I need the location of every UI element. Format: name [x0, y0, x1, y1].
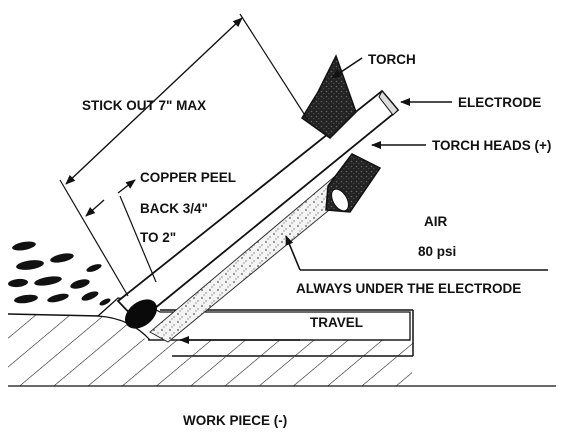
travel-label: TRAVEL — [310, 315, 363, 330]
copper-peel-label-line-3: TO 2" — [140, 230, 176, 245]
stick-out-label: STICK OUT 7" MAX — [82, 98, 206, 113]
work-piece-label: WORK PIECE (-) — [183, 413, 287, 428]
always-under-label: ALWAYS UNDER THE ELECTRODE — [296, 281, 521, 296]
copper-peel-label-line-1: COPPER PEEL — [140, 170, 236, 185]
stick-out-dimension — [59, 13, 309, 297]
air-label: AIR — [424, 214, 448, 229]
torch-head-lower — [325, 153, 382, 213]
electrode-label: ELECTRODE — [458, 95, 541, 110]
arc-tip — [125, 299, 157, 329]
copper-peel-dimension — [85, 179, 157, 283]
torch-heads-label: TORCH HEADS (+) — [432, 138, 551, 153]
air-pressure-label: 80 psi — [418, 244, 456, 259]
torch-body — [300, 54, 357, 139]
molten-spray — [8, 241, 111, 306]
copper-peel-label-line-2: BACK 3/4" — [140, 201, 208, 216]
pointer-arrows — [179, 57, 548, 344]
work-piece — [7, 309, 556, 387]
torch-label: TORCH — [368, 52, 416, 67]
torch-pointer-arrow — [331, 57, 363, 79]
